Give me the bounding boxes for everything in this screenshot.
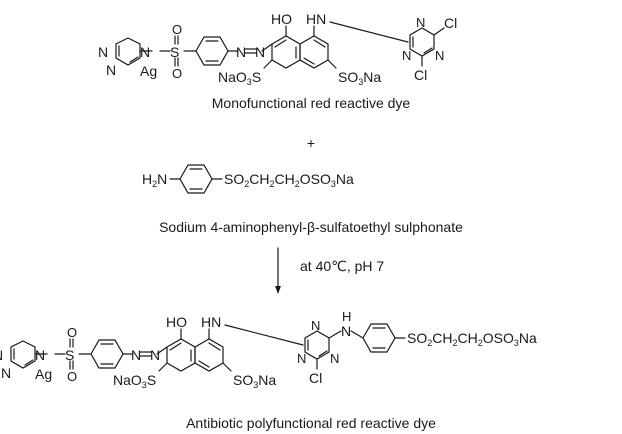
sulfonate-right-label: SO3Na [338,69,381,87]
sulfonyl-o-top: O [172,22,182,37]
product-triazine-n-right: N [330,351,339,366]
caption-product: Antibiotic polyfunctional red reactive d… [186,415,436,431]
product-sulfonyl-s: S [65,347,74,363]
product-link-h: H [342,309,351,324]
triazine-n-top: N [416,15,425,30]
silver-label: Ag [140,63,157,79]
amine-label: HN [306,11,326,27]
sulfonate-left-label: NaO3S [218,69,261,87]
reaction-arrow [275,247,281,294]
chloro-label-2: Cl [414,67,427,83]
product-pyrimidine-n: N [0,347,3,363]
monofunctional-dye-structure: N N N Ag S O O N N HO HN N N N Cl Cl NaO… [98,11,457,87]
product-sulfonate-right: SO3Na [233,372,276,390]
azo-n2-label: N [255,44,265,60]
product-chain: SO2CH2CH2OSO3Na [407,330,537,348]
reaction-conditions: at 40℃, pH 7 [300,258,384,274]
triazine-n-right: N [435,48,444,63]
product-structure: N N N Ag S O O N N HO HN N N N Cl H N SO… [0,309,537,390]
product-azo-n1: N [131,347,141,363]
pyrimidine-n2-label: N [106,62,116,78]
product-sulfonyl-o-bottom: O [67,369,77,384]
pyrimidine-n-label: N [98,44,108,60]
product-triazine-n-left: N [297,351,306,366]
product-triazine-n-top: N [311,318,320,333]
sulfonyl-o-bottom: O [172,66,182,81]
product-amine-label: HN [201,314,221,330]
product-sulfonyl-o-top: O [67,325,77,340]
product-sulfonamide-n: N [35,347,45,363]
product-sulfonate-left: NaO3S [113,372,156,390]
sulfonyl-s-label: S [170,44,179,60]
hydroxyl-label: HO [271,11,292,27]
reagent-amine-label: H2N [142,171,167,189]
caption-monofunctional-dye: Monofunctional red reactive dye [212,95,411,111]
chloro-label-1: Cl [444,15,457,31]
reagent-structure: H2N SO2CH2CH2OSO3Na [142,164,354,194]
sulfonamide-n-label: N [140,44,150,60]
product-azo-n2: N [150,347,160,363]
product-link-n: N [341,323,351,339]
triazine-n-left: N [402,48,411,63]
caption-reagent: Sodium 4-aminophenyl-β-sulfatoethyl sulp… [159,219,463,235]
product-chloro-label: Cl [309,370,322,386]
reagent-chain: SO2CH2CH2OSO3Na [224,171,354,189]
product-hydroxyl-label: HO [166,314,187,330]
product-pyrimidine-n2: N [1,365,11,381]
azo-n1-label: N [236,44,246,60]
product-silver-label: Ag [35,366,52,382]
plus-sign: + [307,135,315,151]
